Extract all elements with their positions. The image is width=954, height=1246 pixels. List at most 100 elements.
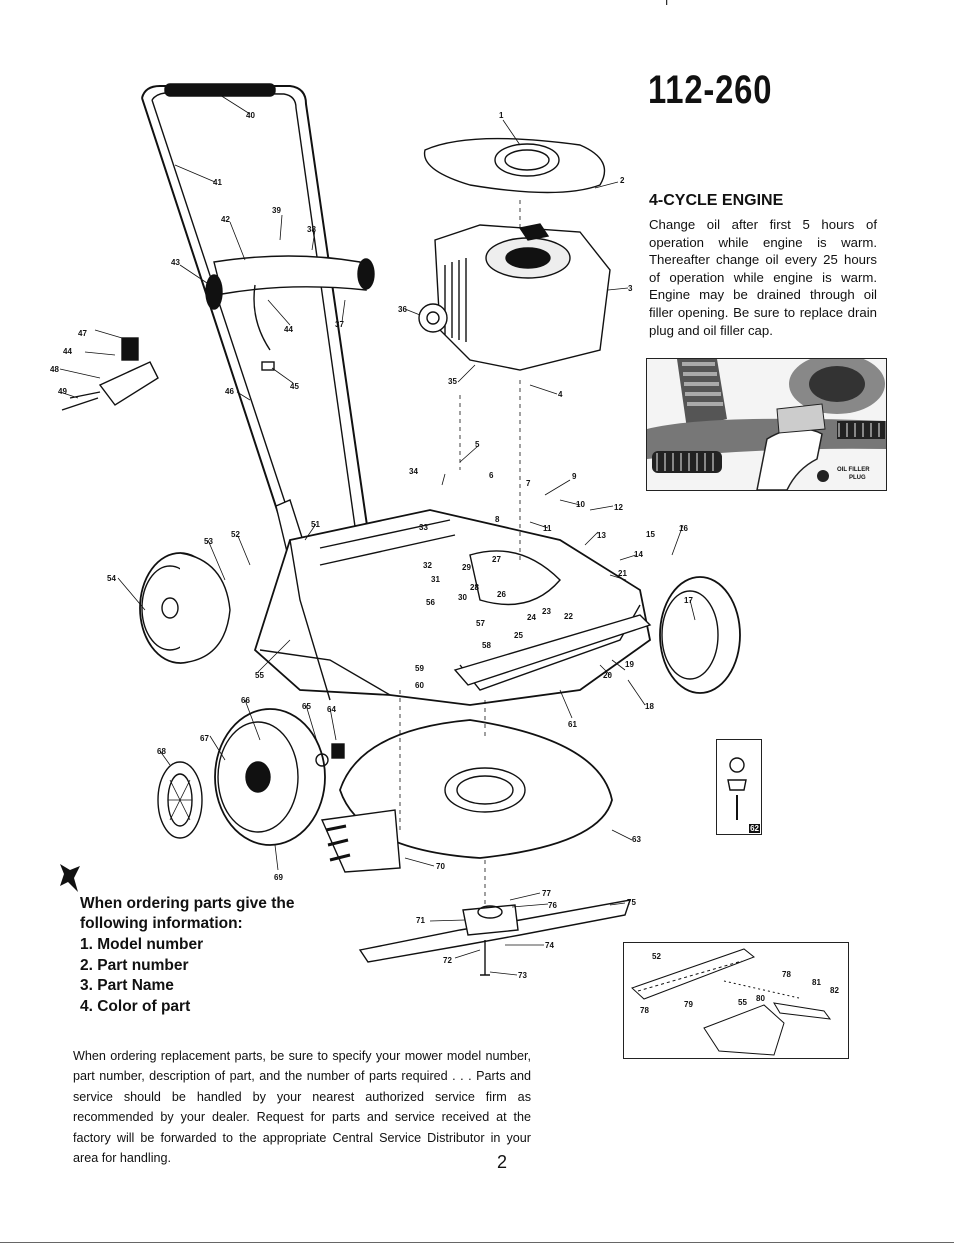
part-label-66: 66: [241, 696, 250, 705]
blade-adapter-inset-art: 52 78 81 82 78 79 55 80: [631, 948, 839, 1056]
inset-label-79: 79: [684, 1000, 693, 1009]
part-label-38: 38: [307, 225, 316, 234]
part-label-48: 48: [50, 365, 59, 374]
bottom-rule: [0, 1242, 954, 1243]
part-label-4: 4: [558, 390, 563, 399]
part-label-33: 33: [419, 523, 428, 532]
part-label-51: 51: [311, 520, 320, 529]
part-label-7: 7: [526, 479, 531, 488]
part-label-75: 75: [627, 898, 636, 907]
part-label-16: 16: [679, 524, 688, 533]
part-label-54: 54: [107, 574, 116, 583]
part-label-58: 58: [482, 641, 491, 650]
blade-adapter-inset: 52 78 81 82 78 79 55 80: [623, 942, 849, 1059]
part-label-46: 46: [225, 387, 234, 396]
arrow-pointer-icon: [60, 864, 80, 892]
part-label-3: 3: [628, 284, 633, 293]
part-label-25: 25: [514, 631, 523, 640]
part-label-40: 40: [246, 111, 255, 120]
part-label-61: 61: [568, 720, 577, 729]
ordering-heading: When ordering parts give the following i…: [80, 895, 295, 932]
part-label-14: 14: [634, 550, 643, 559]
part-label-1: 1: [499, 111, 504, 120]
part-label-36: 36: [398, 305, 407, 314]
part-label-59: 59: [415, 664, 424, 673]
plug-label: PLUG: [849, 475, 866, 481]
ordering-item-3: 3. Part Name: [80, 977, 174, 994]
part-label-64: 64: [327, 705, 336, 714]
part-label-19: 19: [625, 660, 634, 669]
part-label-77: 77: [542, 889, 551, 898]
part-label-35: 35: [448, 377, 457, 386]
part-label-18: 18: [645, 702, 654, 711]
part-label-73: 73: [518, 971, 527, 980]
part-label-52: 52: [231, 530, 240, 539]
part-label-57: 57: [476, 619, 485, 628]
part-label-17: 17: [684, 596, 693, 605]
part-label-28: 28: [470, 583, 479, 592]
part-label-37: 37: [335, 320, 344, 329]
part-label-70: 70: [436, 862, 445, 871]
part-label-67: 67: [200, 734, 209, 743]
part-label-43: 43: [171, 258, 180, 267]
inset-label-55: 55: [738, 998, 747, 1007]
part-label-30: 30: [458, 593, 467, 602]
part-label-21: 21: [618, 569, 627, 578]
part-label-9: 9: [572, 472, 577, 481]
part-label-47: 47: [78, 329, 87, 338]
part-label-32: 32: [423, 561, 432, 570]
part-label-44: 44: [284, 325, 293, 334]
ordering-item-4: 4. Color of part: [80, 997, 191, 1015]
part-label-5: 5: [475, 440, 480, 449]
page-number: 2: [497, 1152, 508, 1172]
part-label-15: 15: [646, 530, 655, 539]
part-label-39: 39: [272, 206, 281, 215]
part-label-60: 60: [415, 681, 424, 690]
part-label-20: 20: [603, 671, 612, 680]
oil-filler-label: OIL FILLER: [837, 467, 870, 473]
part-label-2: 2: [620, 176, 625, 185]
inset-label-82: 82: [830, 986, 839, 995]
part-label-24: 24: [527, 613, 536, 622]
part-label-45: 45: [290, 382, 299, 391]
part-label-74: 74: [545, 941, 554, 950]
inset-label-80: 80: [756, 994, 765, 1003]
part-label-44b: 44: [63, 347, 72, 356]
oil-filler-photo: OIL FILLER PLUG: [646, 358, 887, 491]
part-label-26: 26: [497, 590, 506, 599]
part-label-11: 11: [543, 524, 552, 533]
part-label-31: 31: [431, 575, 440, 584]
part-label-29: 29: [462, 563, 471, 572]
part-label-27: 27: [492, 555, 501, 564]
part-label-10: 10: [576, 500, 585, 509]
ordering-item-2: 2. Part number: [80, 956, 189, 974]
part-label-42: 42: [221, 215, 230, 224]
ordering-list: 1. Model number 2. Part number 3. Part N…: [80, 935, 203, 1017]
part-label-69: 69: [274, 873, 283, 882]
part-label-72: 72: [443, 956, 452, 965]
part-label-6: 6: [489, 471, 494, 480]
replacement-parts-text: When ordering replacement parts, be sure…: [73, 1049, 531, 1166]
inset-label-81: 81: [812, 978, 821, 987]
inset-label-78b: 78: [640, 1006, 649, 1015]
oil-filler-photo-art: [647, 359, 886, 490]
part-label-22: 22: [564, 612, 573, 621]
part-label-34: 34: [409, 467, 418, 476]
part-label-62: 62: [749, 824, 760, 833]
part-label-71: 71: [416, 916, 425, 925]
engine-title: 4-CYCLE ENGINE: [649, 192, 784, 209]
top-mark: I: [665, 0, 669, 8]
engine-instructions: Change oil after first 5 hours of operat…: [649, 217, 877, 338]
ordering-item-1: 1. Model number: [80, 936, 204, 953]
part-label-68: 68: [157, 747, 166, 756]
part-label-8: 8: [495, 515, 500, 524]
part-label-55: 55: [255, 671, 264, 680]
part-label-76: 76: [548, 901, 557, 910]
part-label-41: 41: [213, 178, 222, 187]
inset-label-78a: 78: [782, 970, 791, 979]
part-label-49: 49: [58, 387, 67, 396]
part-label-65: 65: [302, 702, 311, 711]
model-number: 112-260: [648, 68, 773, 112]
part-label-63: 63: [632, 835, 641, 844]
